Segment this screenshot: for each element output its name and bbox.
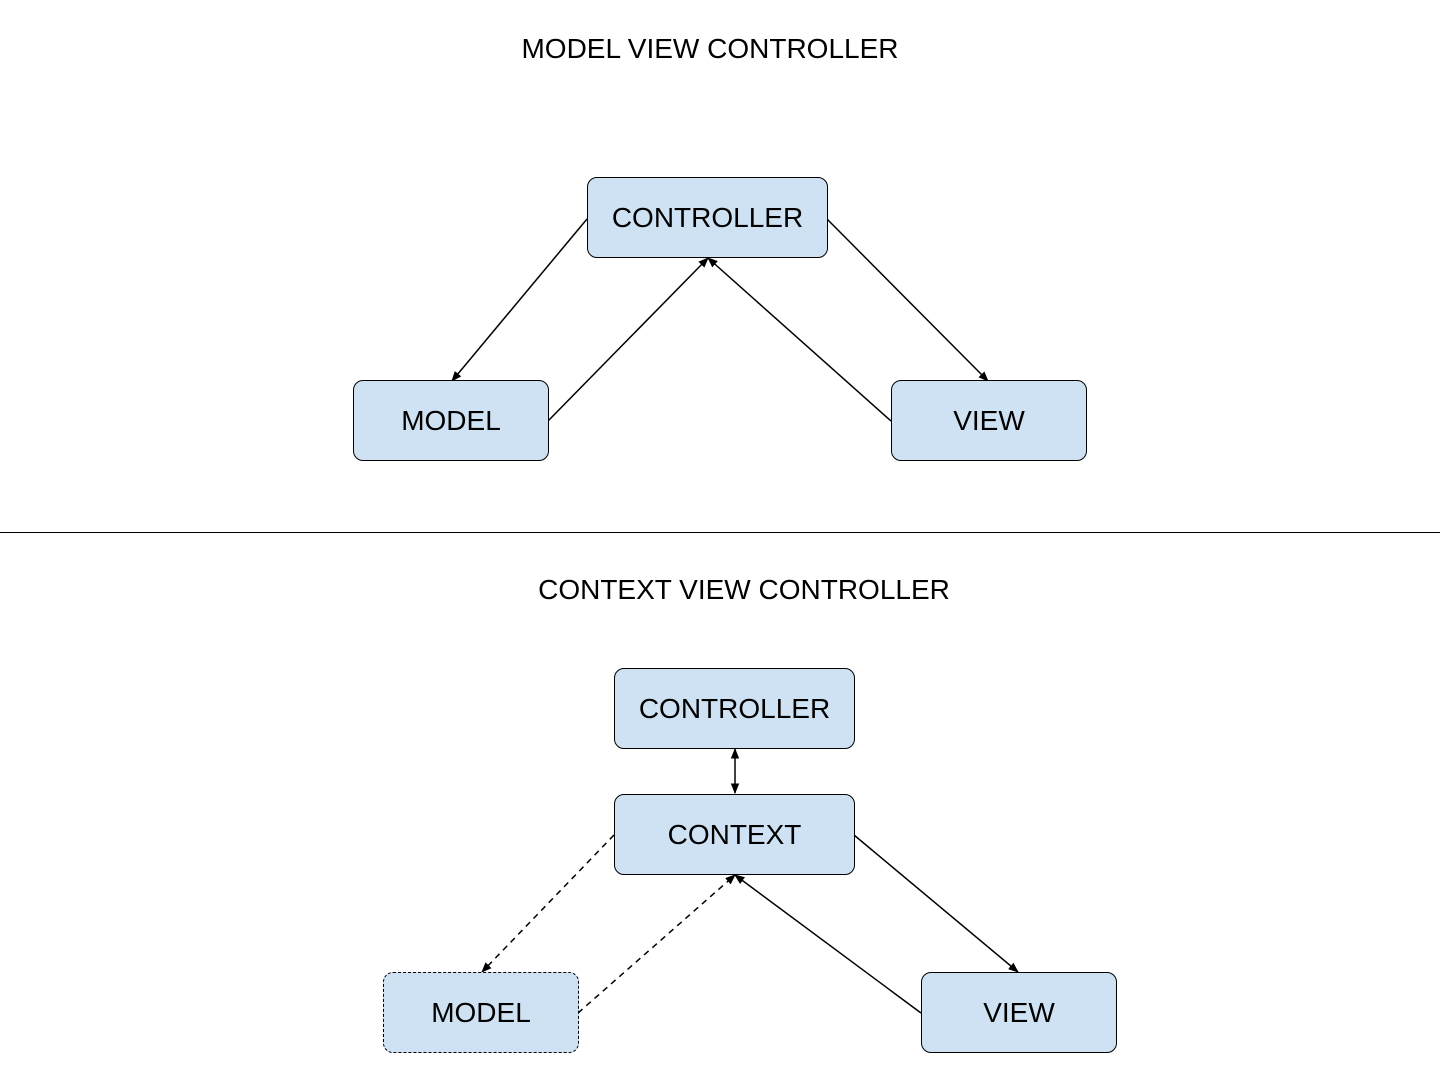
cvc-view-label: VIEW [983, 996, 1055, 1028]
cvc-context-label: CONTEXT [667, 818, 802, 850]
edge-controller-to-view [826, 218, 989, 382]
edge-view-to-context [734, 874, 922, 1014]
mvc-model-node: MODEL [353, 380, 549, 461]
edge-context-to-model [481, 834, 615, 973]
mvc-controller-node: CONTROLLER [587, 177, 828, 258]
mvc-view-label: VIEW [953, 404, 1025, 436]
cvc-controller-node: CONTROLLER [614, 668, 855, 749]
mvc-controller-label: CONTROLLER [611, 201, 804, 233]
cvc-context-node: CONTEXT [614, 794, 855, 875]
cvc-title: CONTEXT VIEW CONTROLLER [538, 574, 950, 605]
mvc-model-label: MODEL [401, 404, 501, 436]
edge-model-to-context [577, 874, 736, 1014]
edge-controller-to-model [451, 218, 588, 382]
cvc-controller-label: CONTROLLER [638, 692, 831, 724]
section-divider [0, 532, 1440, 533]
cvc-model-label: MODEL [431, 996, 531, 1028]
edge-context-to-view [853, 834, 1019, 973]
edge-model-to-controller [547, 257, 709, 422]
edge-view-to-controller [707, 257, 892, 422]
mvc-title: MODEL VIEW CONTROLLER [521, 33, 899, 64]
cvc-model-node: MODEL [383, 972, 579, 1053]
cvc-view-node: VIEW [921, 972, 1117, 1053]
mvc-view-node: VIEW [891, 380, 1087, 461]
